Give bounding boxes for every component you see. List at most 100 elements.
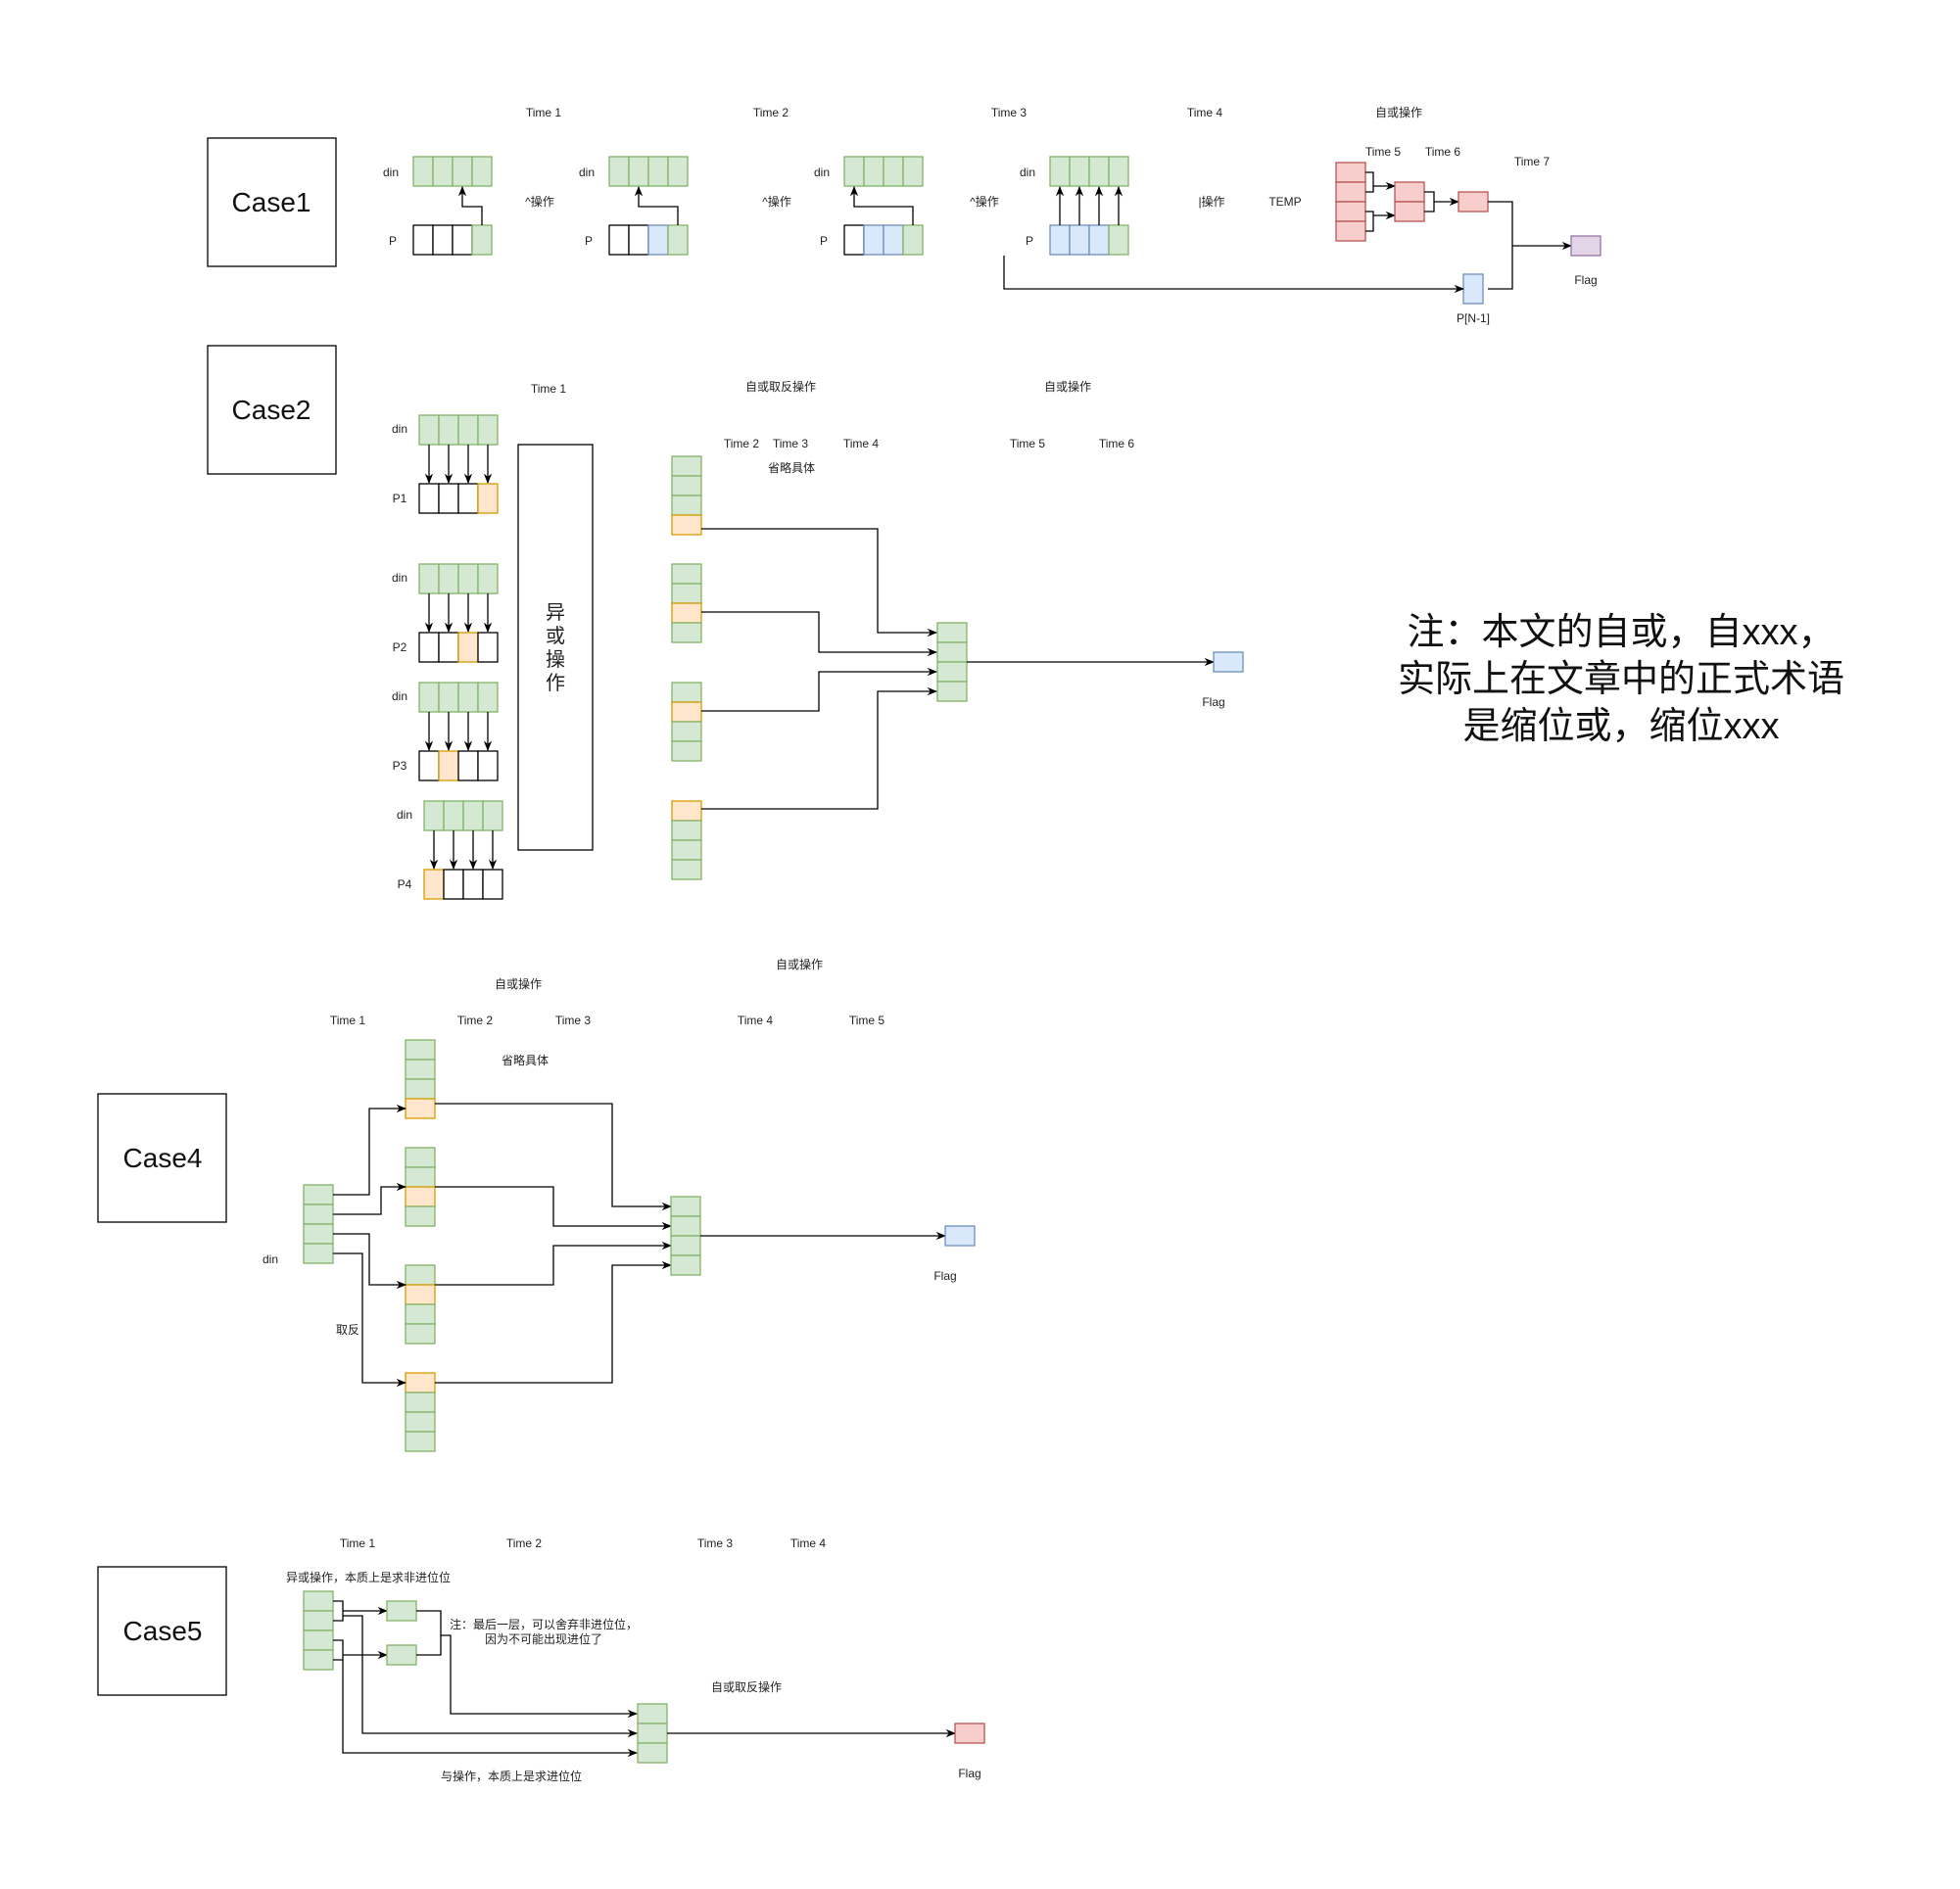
case5-time-1: Time 1: [340, 1536, 376, 1550]
case4-flag-cell: [944, 1225, 976, 1247]
xnor-column-cell: [671, 622, 702, 643]
xnor-column-cell: [671, 859, 702, 880]
din-cell: [628, 156, 649, 187]
p-cell: [438, 750, 459, 781]
p-cell: [843, 224, 865, 256]
terminology-note: 注：本文的自或，自xxx， 实际上在文章中的正式术语 是缩位或，缩位xxx: [1398, 612, 1844, 747]
note-line-1: 注：本文的自或，自xxx，: [1407, 612, 1835, 653]
case1-wire: [1488, 201, 1513, 290]
note-line-2: 实际上在文章中的正式术语: [1398, 659, 1844, 700]
xor-operation-block: [517, 444, 594, 851]
case4-column-cell: [405, 1392, 436, 1413]
din-label: din: [392, 571, 407, 585]
din-label: din: [392, 422, 407, 436]
case2-flag-label: Flag: [1202, 695, 1224, 709]
case5-and-wire: [342, 1660, 639, 1758]
case4-time-5: Time 5: [849, 1014, 885, 1027]
case1-wire: [1365, 171, 1395, 192]
din-cell: [303, 1184, 334, 1205]
case4-time-2: Time 2: [457, 1014, 494, 1027]
p-cell: [457, 483, 479, 514]
din-cell: [667, 156, 689, 187]
p-cell: [883, 224, 904, 256]
din-cell: [418, 682, 440, 713]
din-cell: [1069, 156, 1090, 187]
case1-time-6: Time 6: [1425, 145, 1461, 159]
p-cell: [423, 869, 445, 900]
case4-diagram: Case4 自或操作 自或操作 Time 1 Time 2 Time 3 Tim…: [97, 957, 976, 1452]
xnor-column-cell: [671, 455, 702, 477]
case1-wire: [849, 185, 914, 225]
p-cell: [1049, 224, 1071, 256]
case2-time-4: Time 4: [843, 437, 880, 450]
case4-column-cell: [405, 1098, 436, 1119]
xnor-column-cell: [671, 701, 702, 723]
case1-time-1: Time 1: [526, 106, 562, 119]
xor-block-char: 或: [546, 625, 565, 647]
case5-xnor-label: 自或取反操作: [711, 1679, 782, 1694]
case4-title-box: [97, 1093, 227, 1223]
case5-title-box: [97, 1566, 227, 1696]
case4-columns: [405, 1039, 436, 1452]
case5-and-note: 与操作，本质上是求进位位: [441, 1769, 582, 1783]
p-cell: [432, 224, 454, 256]
din-cell: [432, 156, 454, 187]
case1-reduce-label: 自或操作: [1375, 105, 1422, 119]
case5-xor-wire: [333, 1639, 387, 1660]
p-cell: [412, 224, 434, 256]
case5-xor-note: 异或操作，本质上是求非进位位: [286, 1570, 451, 1584]
reduce-cell: [637, 1703, 668, 1724]
p-cell: [438, 483, 459, 514]
p-label: P: [585, 234, 593, 248]
case5-title: Case5: [123, 1616, 203, 1646]
p-cell: [477, 750, 499, 781]
din-cell: [1088, 156, 1110, 187]
case2-title: Case2: [232, 395, 311, 425]
temp-cell: [1335, 181, 1366, 203]
p-cell: [863, 224, 884, 256]
case4-wire-inverted: [333, 1252, 407, 1388]
xnor-column-cell: [671, 820, 702, 841]
xor-block-char: 作: [546, 672, 565, 694]
case1-time-7: Time 7: [1514, 155, 1551, 168]
case1-xor-op-1: ^操作: [525, 194, 554, 209]
case4-din-register: [303, 1184, 334, 1264]
din-cell: [303, 1629, 334, 1651]
din-cell: [423, 800, 445, 831]
din-cell: [303, 1204, 334, 1225]
din-cell: [303, 1649, 334, 1671]
xnor-column-cell: [671, 583, 702, 604]
din-label: din: [383, 165, 399, 179]
case5-reduce-register: [637, 1703, 668, 1764]
case4-column-cell: [405, 1323, 436, 1345]
din-cell: [843, 156, 865, 187]
xor-block-char: 操: [546, 648, 565, 671]
case1-time-4: Time 4: [1187, 106, 1223, 119]
xnor-column-cell: [671, 514, 702, 536]
din-cell: [438, 563, 459, 594]
reduce-cell: [936, 661, 968, 683]
case4-omit-label: 省略具体: [502, 1053, 549, 1067]
din-cell: [1108, 156, 1129, 187]
din-cell: [412, 156, 434, 187]
case4-wire: [435, 1186, 673, 1231]
case2-title-box: [207, 345, 337, 475]
case2-reduce-label: 自或操作: [1044, 379, 1091, 394]
reduce-cell: [637, 1742, 668, 1764]
din-label: din: [1020, 165, 1035, 179]
case5-xor-wire: [333, 1601, 387, 1621]
temp-cell: [1335, 220, 1366, 242]
case5-time-4: Time 4: [790, 1536, 827, 1550]
case4-wire: [435, 1103, 673, 1211]
xnor-column-cell: [671, 682, 702, 703]
case4-column-cell: [405, 1205, 436, 1227]
p-row-label: P2: [393, 640, 407, 654]
xnor-column-cell: [671, 721, 702, 742]
case5-last-layer-note-2: 因为不可能出现进位了: [485, 1631, 602, 1646]
